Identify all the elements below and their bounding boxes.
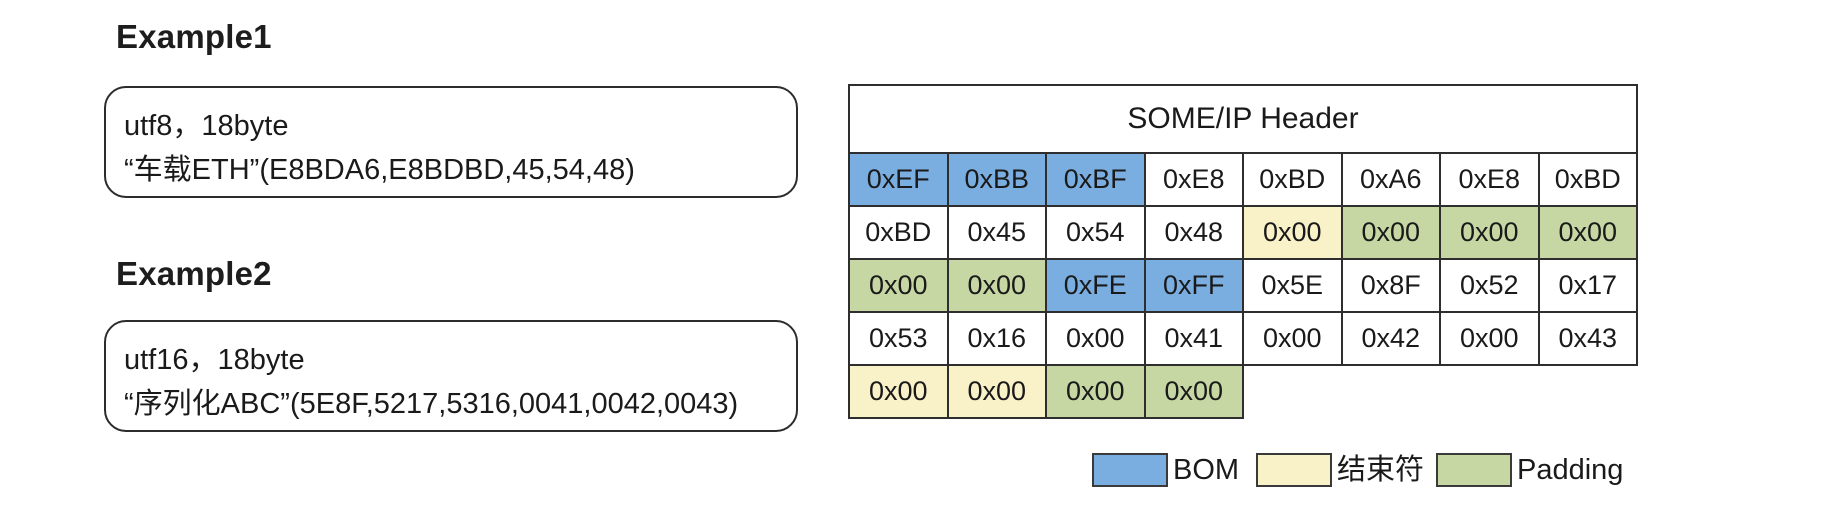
byte-cell: 0x43 (1537, 311, 1638, 366)
legend-padding-label: Padding (1517, 454, 1624, 486)
legend-terminator-label: 结束符 (1337, 454, 1425, 486)
legend-terminator-swatch (1256, 453, 1332, 487)
byte-cell: 0x41 (1143, 311, 1244, 366)
byte-cell: 0x00 (1045, 364, 1146, 419)
byte-cell: 0x00 (946, 258, 1047, 313)
example2-title: Example2 (116, 255, 272, 292)
byte-cell: 0xBB (946, 152, 1047, 207)
byte-cell: 0x00 (1045, 311, 1146, 366)
byte-cell: 0x00 (1143, 364, 1244, 419)
byte-cell: 0xBD (848, 205, 949, 260)
byte-cell: 0x00 (848, 258, 949, 313)
byte-cell: 0x54 (1045, 205, 1146, 260)
byte-cell: 0x00 (946, 364, 1047, 419)
empty-cell (1440, 365, 1539, 418)
legend-bom-swatch (1092, 453, 1168, 487)
byte-cell: 0xA6 (1340, 152, 1441, 207)
byte-cell: 0x52 (1439, 258, 1540, 313)
byte-cell: 0x8F (1340, 258, 1441, 313)
byte-cell: 0x00 (1242, 311, 1343, 366)
byte-cell: 0x00 (1242, 205, 1343, 260)
example1-bytes: “车载ETH”(E8BDA6,E8BDBD,45,54,48) (124, 154, 635, 186)
byte-cell: 0x45 (946, 205, 1047, 260)
byte-cell: 0xFF (1143, 258, 1244, 313)
byte-cell: 0xBD (1242, 152, 1343, 207)
example1-title: Example1 (116, 18, 272, 55)
byte-cell: 0xE8 (1439, 152, 1540, 207)
example1-box: utf8，18byte “车载ETH”(E8BDA6,E8BDBD,45,54,… (104, 86, 798, 198)
byte-cell: 0x48 (1143, 205, 1244, 260)
byte-cell: 0x00 (848, 364, 949, 419)
byte-cell: 0x16 (946, 311, 1047, 366)
byte-cell: 0xBD (1537, 152, 1638, 207)
byte-cell: 0x17 (1537, 258, 1638, 313)
example2-bytes: “序列化ABC”(5E8F,5217,5316,0041,0042,0043) (124, 388, 739, 420)
byte-cell: 0x42 (1340, 311, 1441, 366)
byte-cell: 0x5E (1242, 258, 1343, 313)
byte-cell: 0x00 (1439, 311, 1540, 366)
empty-cell (1342, 365, 1441, 418)
example2-box: utf16，18byte “序列化ABC”(5E8F,5217,5316,004… (104, 320, 798, 432)
header-row: SOME/IP Header (848, 84, 1638, 154)
legend-bom-label: BOM (1173, 454, 1240, 486)
someip-header-cell: SOME/IP Header (848, 84, 1638, 154)
example2-encoding: utf16，18byte (124, 344, 305, 376)
byte-cell: 0xE8 (1143, 152, 1244, 207)
byte-cell: 0x53 (848, 311, 949, 366)
byte-cell: 0xEF (848, 152, 949, 207)
byte-cell: 0x00 (1537, 205, 1638, 260)
byte-cell: 0xBF (1045, 152, 1146, 207)
legend-padding-swatch (1436, 453, 1512, 487)
example1-encoding: utf8，18byte (124, 110, 289, 142)
byte-cell: 0x00 (1439, 205, 1540, 260)
byte-cell: 0xFE (1045, 258, 1146, 313)
empty-cell (1539, 365, 1638, 418)
byte-cell: 0x00 (1340, 205, 1441, 260)
empty-cell (1243, 365, 1342, 418)
